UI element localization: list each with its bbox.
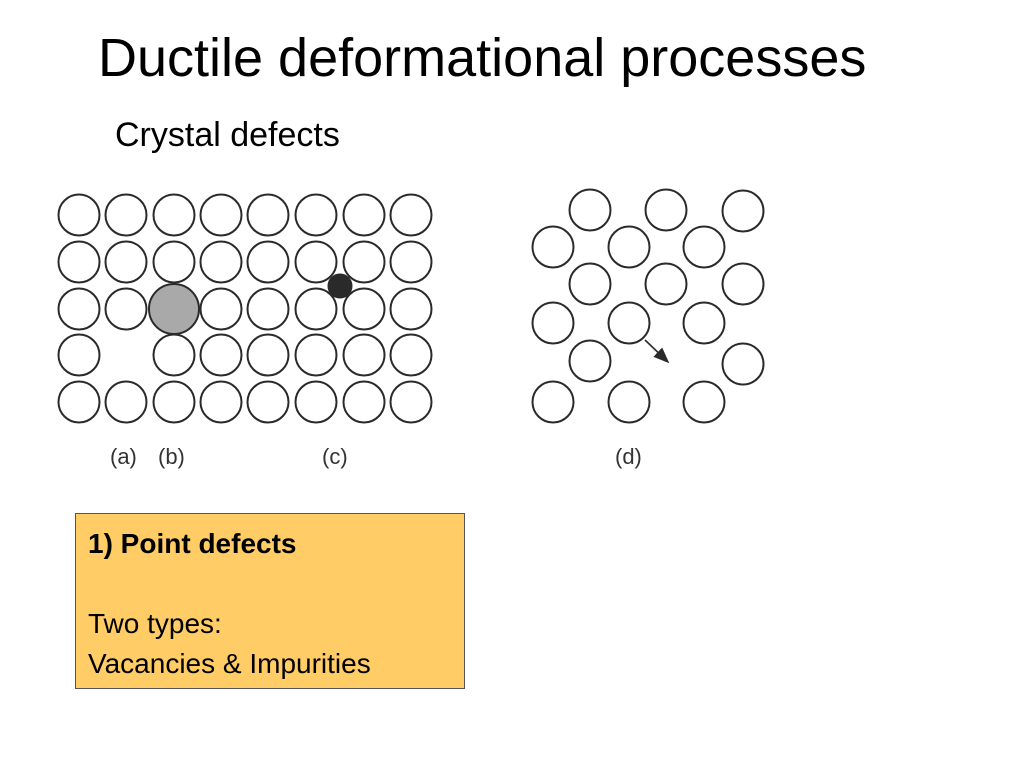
atom [199, 380, 243, 424]
atom [644, 262, 688, 306]
atom [199, 193, 243, 237]
atom [389, 240, 433, 284]
interstitial-impurity-atom [327, 273, 353, 299]
atom [294, 287, 338, 331]
atom [568, 262, 612, 306]
ordered-lattice [57, 193, 433, 424]
atom [199, 333, 243, 377]
atom [342, 333, 386, 377]
atom [389, 380, 433, 424]
atom [246, 333, 290, 377]
atom [721, 342, 765, 386]
panel-label-a: (a) [110, 444, 137, 469]
migration-arrow [644, 339, 670, 364]
atom [568, 339, 612, 383]
atom [104, 240, 148, 284]
atom [57, 287, 101, 331]
atom [104, 193, 148, 237]
atom [531, 380, 575, 424]
atom [531, 301, 575, 345]
atom [389, 333, 433, 377]
atom [246, 287, 290, 331]
atom [57, 193, 101, 237]
atom [389, 287, 433, 331]
atom [389, 193, 433, 237]
callout-spacer [88, 564, 452, 604]
atom [246, 380, 290, 424]
atom [152, 240, 196, 284]
atom [644, 188, 688, 232]
atom [104, 380, 148, 424]
atom [682, 380, 726, 424]
atom [294, 333, 338, 377]
atom [721, 189, 765, 233]
atom [607, 225, 651, 269]
atom [152, 380, 196, 424]
panel-label-d: (d) [615, 444, 642, 469]
atom [342, 240, 386, 284]
atom [152, 333, 196, 377]
atom [531, 225, 575, 269]
atom [682, 301, 726, 345]
callout-types-list: Vacancies & Impurities [88, 648, 371, 679]
substitutional-impurity-atom [148, 283, 200, 335]
slide-title: Ductile deformational processes [98, 28, 867, 88]
disordered-lattice [531, 188, 765, 424]
atom [568, 188, 612, 232]
callout-heading: 1) Point defects [88, 528, 297, 559]
atom [721, 262, 765, 306]
atom [57, 380, 101, 424]
point-defects-callout: 1) Point defects Two types: Vacancies & … [75, 513, 465, 689]
atom [104, 287, 148, 331]
panel-label-b: (b) [158, 444, 185, 469]
atom [607, 380, 651, 424]
atom [294, 380, 338, 424]
slide-subtitle: Crystal defects [115, 116, 340, 154]
atom [199, 240, 243, 284]
callout-types-line: Two types: [88, 608, 222, 639]
atom [682, 225, 726, 269]
atom [342, 193, 386, 237]
atom [294, 240, 338, 284]
atom [294, 193, 338, 237]
panel-label-c: (c) [322, 444, 348, 469]
atom [246, 240, 290, 284]
atom [342, 287, 386, 331]
atom [607, 301, 651, 345]
atom [199, 287, 243, 331]
atom [57, 333, 101, 377]
atom [246, 193, 290, 237]
atom [152, 193, 196, 237]
atom [57, 240, 101, 284]
atom [342, 380, 386, 424]
